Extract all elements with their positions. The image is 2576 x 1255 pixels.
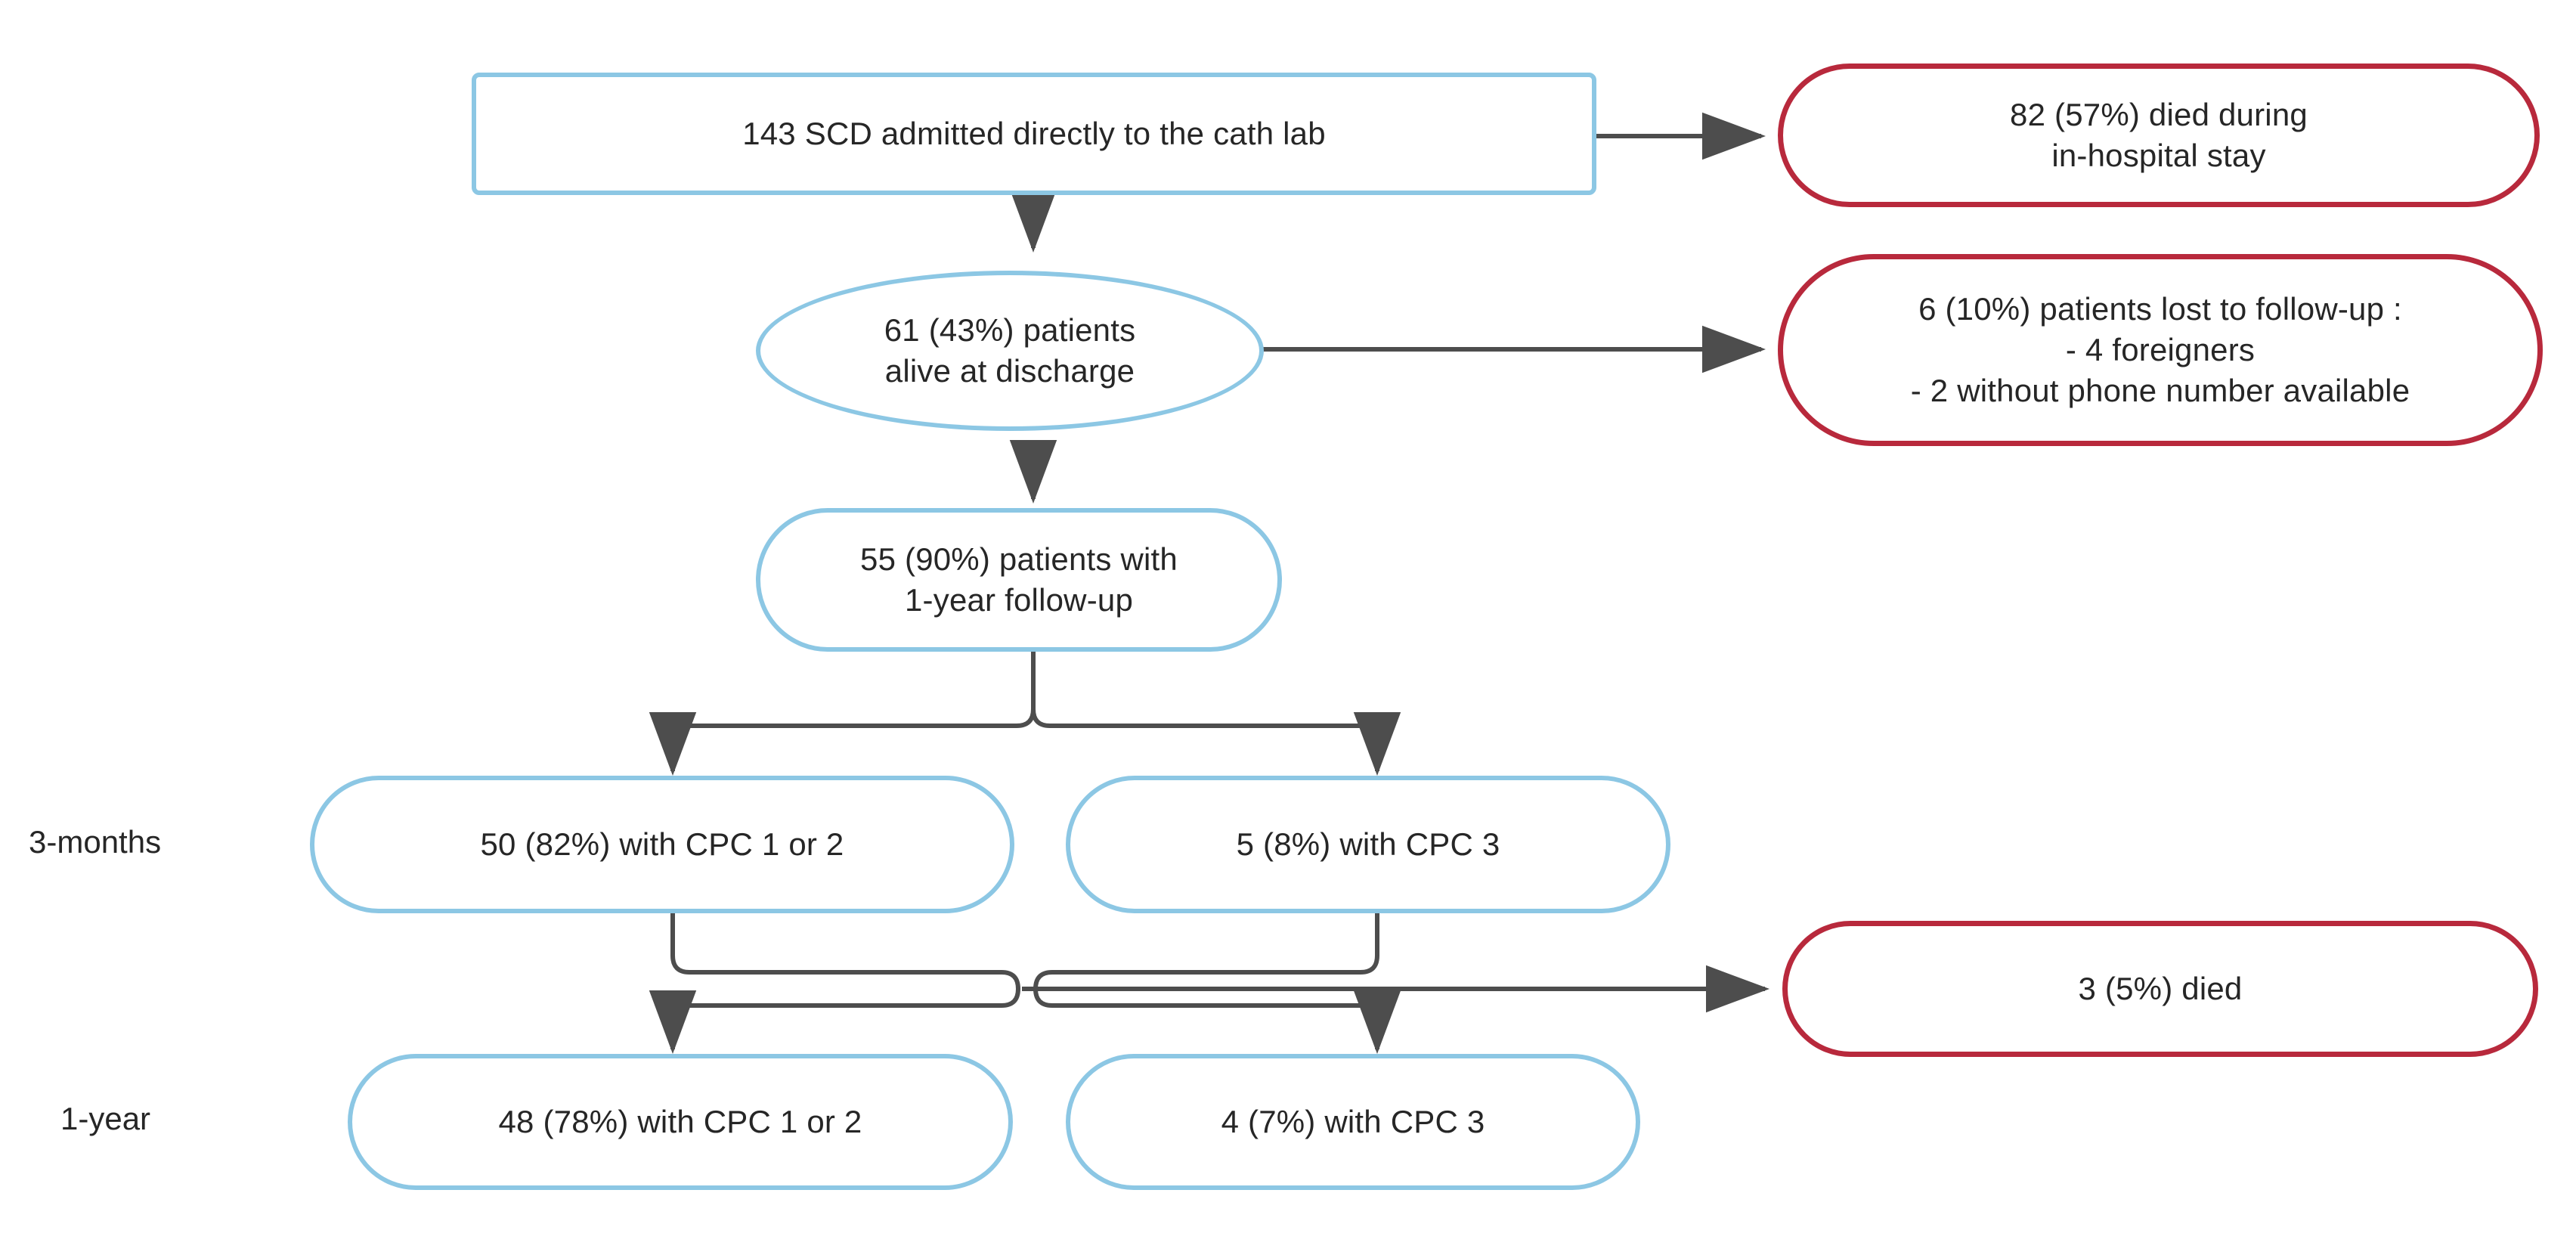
- edge-followup-to-m3cpc12: [649, 652, 1036, 776]
- node-m3-cpc3[interactable]: 5 (8%) with CPC 3: [1066, 776, 1670, 913]
- node-alive-at-discharge-label: 61 (43%) patients alive at discharge: [884, 312, 1136, 389]
- node-lost-to-follow-up[interactable]: 6 (10%) patients lost to follow-up : - 4…: [1778, 254, 2543, 446]
- node-died-follow-up[interactable]: 3 (5%) died: [1782, 921, 2538, 1057]
- node-m3-cpc12-label: 50 (82%) with CPC 1 or 2: [480, 826, 844, 863]
- node-admitted-label: 143 SCD admitted directly to the cath la…: [742, 116, 1326, 152]
- node-m3-cpc12[interactable]: 50 (82%) with CPC 1 or 2: [310, 776, 1014, 913]
- node-died-in-hospital[interactable]: 82 (57%) died during in-hospital stay: [1778, 64, 2540, 207]
- row-label-1-year: 1-year: [60, 1101, 151, 1136]
- node-lost-to-follow-up-label: 6 (10%) patients lost to follow-up : - 4…: [1910, 291, 2410, 408]
- node-one-year-follow-up-label: 55 (90%) patients with 1-year follow-up: [860, 541, 1178, 618]
- edge-m3cpc12-to-y1cpc12: [649, 913, 1021, 1054]
- node-died-in-hospital-label: 82 (57%) died during in-hospital stay: [2010, 97, 2308, 173]
- node-y1-cpc3[interactable]: 4 (7%) with CPC 3: [1066, 1054, 1640, 1190]
- node-alive-at-discharge[interactable]: 61 (43%) patients alive at discharge: [756, 271, 1264, 431]
- node-y1-cpc12[interactable]: 48 (78%) with CPC 1 or 2: [348, 1054, 1013, 1190]
- node-y1-cpc3-label: 4 (7%) with CPC 3: [1221, 1104, 1485, 1140]
- node-m3-cpc3-label: 5 (8%) with CPC 3: [1236, 826, 1500, 863]
- edge-m3cpc3-to-y1cpc3: [1033, 913, 1401, 1054]
- node-died-follow-up-label: 3 (5%) died: [2078, 971, 2243, 1007]
- node-y1-cpc12-label: 48 (78%) with CPC 1 or 2: [498, 1104, 862, 1140]
- edge-followup-to-m3cpc3: [1031, 652, 1401, 776]
- node-admitted[interactable]: 143 SCD admitted directly to the cath la…: [472, 73, 1596, 195]
- node-one-year-follow-up[interactable]: 55 (90%) patients with 1-year follow-up: [756, 508, 1282, 652]
- row-label-3-months: 3-months: [29, 824, 162, 860]
